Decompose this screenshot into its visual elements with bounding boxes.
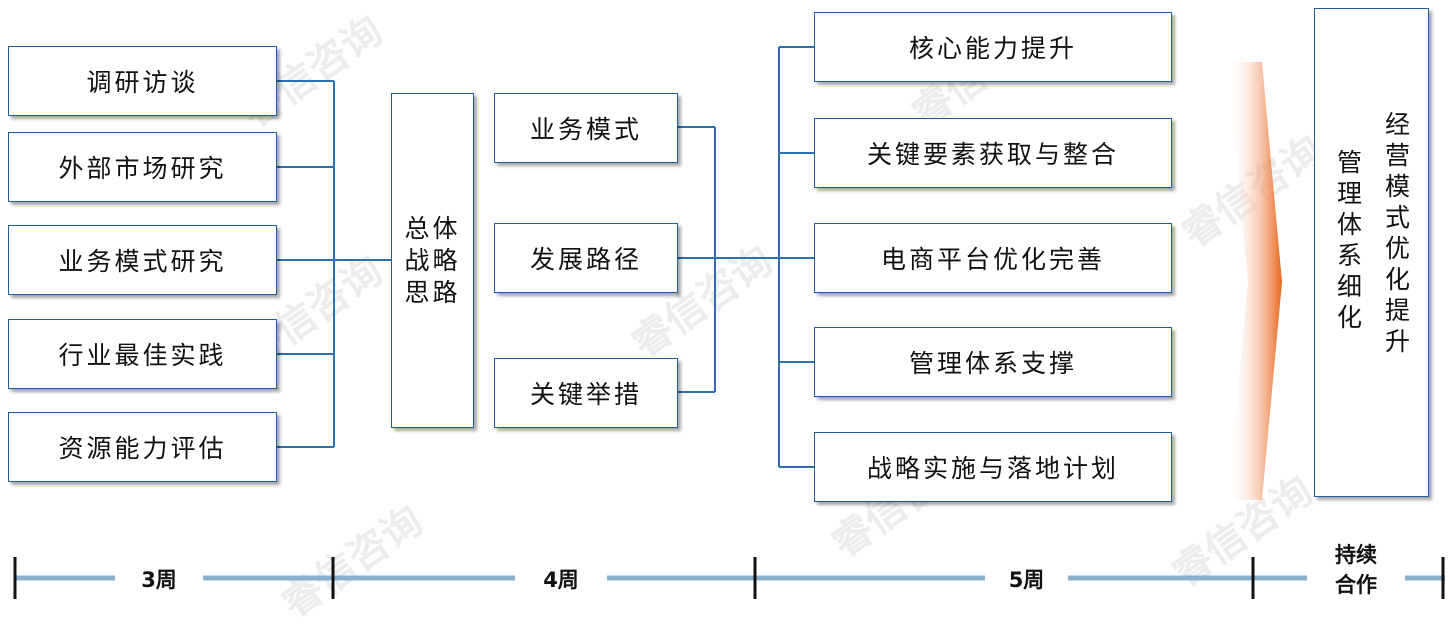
- output-box-core-capability: 核心能力提升: [814, 12, 1172, 82]
- final-box: 经营模式优化提升 管理体系细化: [1314, 8, 1429, 497]
- timeline-label-phase1: 3周: [141, 568, 177, 592]
- box-label: 关键要素获取与整合: [866, 140, 1119, 169]
- input-box-best-practice: 行业最佳实践: [8, 319, 277, 389]
- box-label: 战略实施与落地计划: [866, 454, 1119, 483]
- input-box-business-model: 业务模式研究: [8, 225, 277, 295]
- strategy-line: 思路: [404, 277, 461, 307]
- box-label: 业务模式研究: [58, 247, 227, 276]
- flow-arrow: [1228, 62, 1282, 500]
- box-label: 管理体系支撑: [908, 349, 1077, 378]
- strategy-line: 战略: [404, 245, 461, 275]
- input-box-capability-assessment: 资源能力评估: [8, 412, 277, 482]
- final-column-operating-model: 经营模式优化提升: [1381, 111, 1411, 359]
- box-label: 关键举措: [529, 380, 642, 409]
- timeline-label-phase4: 持续 合作: [1307, 540, 1405, 600]
- box-label: 发展路径: [529, 245, 642, 274]
- box-label: 电商平台优化完善: [880, 245, 1105, 274]
- middle-box-business-model: 业务模式: [494, 93, 678, 163]
- timeline-label-phase3: 5周: [1008, 568, 1045, 592]
- box-label: 调研访谈: [86, 68, 199, 97]
- output-box-management-support: 管理体系支撑: [814, 327, 1172, 397]
- input-box-market-research: 外部市场研究: [8, 132, 277, 202]
- box-label: 行业最佳实践: [58, 341, 227, 370]
- timeline-label-phase2: 4周: [543, 568, 579, 592]
- strategy-line: 总体: [404, 213, 461, 243]
- output-box-implementation-plan: 战略实施与落地计划: [814, 432, 1172, 502]
- middle-box-key-measures: 关键举措: [494, 358, 678, 428]
- input-box-interview: 调研访谈: [8, 46, 277, 116]
- box-label: 核心能力提升: [908, 34, 1077, 63]
- timeline-label-line: 持续: [1335, 543, 1377, 567]
- middle-box-development-path: 发展路径: [494, 223, 678, 293]
- output-box-key-elements: 关键要素获取与整合: [814, 118, 1172, 188]
- final-column-management-system: 管理体系细化: [1333, 149, 1363, 335]
- box-label: 业务模式: [529, 115, 642, 144]
- timeline-label-line: 合作: [1335, 573, 1377, 597]
- box-label: 资源能力评估: [58, 434, 227, 463]
- box-label: 外部市场研究: [58, 154, 227, 183]
- strategy-box: 总体 战略 思路: [391, 93, 474, 428]
- output-box-ecommerce-platform: 电商平台优化完善: [814, 223, 1172, 293]
